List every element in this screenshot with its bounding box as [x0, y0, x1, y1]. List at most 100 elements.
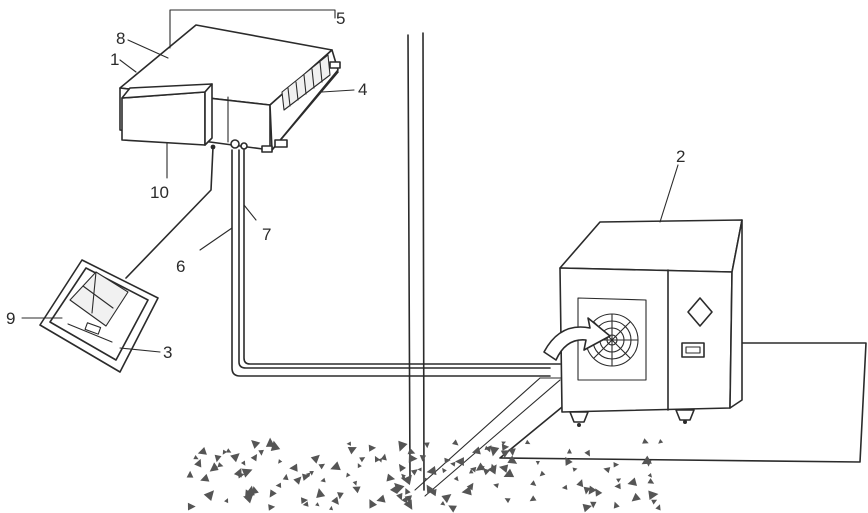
- control-cable: [125, 146, 214, 279]
- gravel-stone: [300, 497, 309, 505]
- gravel-stone: [498, 464, 509, 473]
- gravel-stone: [422, 476, 428, 482]
- gravel-stone: [482, 468, 491, 476]
- gravel-stone: [265, 437, 275, 447]
- gravel-stone: [500, 450, 510, 458]
- gravel-stone: [501, 441, 506, 446]
- gravel-stone: [405, 488, 411, 495]
- gravel-stone: [316, 488, 326, 498]
- gravel-stone: [582, 503, 592, 513]
- callout-9: 9: [6, 309, 15, 328]
- gravel-stone: [394, 482, 405, 494]
- air-grille: [281, 54, 331, 111]
- gravel-stone: [565, 456, 573, 466]
- gravel-stone: [282, 473, 289, 481]
- gravel-stone: [572, 467, 578, 472]
- gravel-stone: [217, 462, 224, 468]
- gravel-stone: [503, 468, 515, 478]
- gravel-stone: [627, 477, 638, 486]
- gravel-stone: [613, 501, 620, 509]
- gravel-stone: [424, 442, 430, 449]
- gravel-stone: [410, 469, 418, 476]
- refrigerant-pipes: [231, 149, 561, 377]
- gravel-stone: [403, 499, 413, 510]
- gravel-stone: [507, 455, 518, 464]
- wired-controller: [39, 259, 159, 373]
- gravel-stone: [330, 461, 341, 471]
- gravel-stone: [401, 496, 408, 504]
- indoor-unit: [119, 24, 341, 153]
- gravel-stone: [315, 502, 320, 507]
- callout-10: 10: [150, 183, 169, 202]
- gravel-stone: [396, 492, 403, 501]
- gravel-stone: [419, 455, 427, 462]
- gravel-stone: [504, 498, 511, 504]
- gravel-stone: [374, 455, 381, 463]
- gravel-stone: [233, 468, 242, 478]
- gravel-stone: [401, 473, 406, 479]
- gravel-stone: [471, 446, 481, 455]
- diamond-label: [687, 297, 713, 327]
- electrical-box: [121, 83, 213, 146]
- gravel-stone: [187, 502, 196, 511]
- gravel-stone: [426, 484, 435, 495]
- gravel-stone: [452, 439, 459, 446]
- gravel-ground: [186, 437, 664, 513]
- gravel-stone: [270, 440, 281, 451]
- gravel-stone: [251, 486, 259, 495]
- gravel-stone: [530, 480, 537, 487]
- gravel-stone: [368, 444, 377, 452]
- gravel-stone: [224, 498, 229, 504]
- gravel-stone: [616, 478, 622, 483]
- gravel-stone: [641, 455, 652, 465]
- gravel-stone: [320, 477, 326, 483]
- gravel-stone: [214, 454, 222, 463]
- gravel-stone: [275, 482, 282, 488]
- gravel-stone: [535, 460, 540, 466]
- gravel-stone: [525, 439, 531, 445]
- gravel-stone: [398, 463, 407, 472]
- gravel-stone: [440, 500, 446, 506]
- gravel-stone: [337, 492, 344, 500]
- callout-7: 7: [262, 225, 271, 244]
- gravel-stone: [369, 499, 378, 509]
- gravel-stone: [346, 472, 351, 478]
- gravel-stone: [470, 466, 477, 473]
- gravel-stone: [648, 490, 659, 501]
- callout-2: 2: [676, 147, 685, 166]
- gravel-stone: [647, 473, 653, 478]
- gravel-stone: [614, 483, 621, 490]
- gravel-stone: [453, 476, 459, 482]
- gravel-stone: [508, 448, 516, 457]
- fan-grille: [585, 313, 639, 367]
- gravel-stone: [203, 490, 215, 502]
- callout-6: 6: [176, 257, 185, 276]
- gravel-stone: [293, 476, 302, 485]
- gravel-stone: [302, 501, 309, 507]
- gravel-stone: [194, 458, 202, 468]
- gravel-stone: [484, 445, 490, 450]
- gravel-stone: [318, 463, 326, 470]
- gravel-stone: [441, 494, 452, 504]
- gravel-stone: [595, 488, 603, 497]
- gravel-stone: [613, 462, 620, 468]
- gravel-stone: [584, 449, 591, 457]
- gravel-stone: [658, 439, 664, 444]
- gravel-stone: [566, 448, 572, 454]
- gravel-stone: [352, 486, 361, 494]
- gravel-stone: [222, 449, 228, 455]
- wall-shaft: [407, 32, 425, 491]
- gravel-stone: [455, 457, 464, 466]
- gravel-stone: [407, 447, 416, 455]
- gravel-stone: [240, 460, 246, 466]
- gravel-stone: [186, 470, 194, 478]
- gravel-stone: [380, 453, 387, 461]
- gravel-stone: [278, 459, 283, 464]
- callout-labels: 5 8 1 4 10 2 7 6 9 3: [6, 9, 685, 362]
- gravel-stone: [241, 468, 253, 478]
- gravel-stone: [642, 438, 649, 444]
- gravel-stone: [576, 479, 584, 488]
- gravel-stone: [197, 446, 207, 455]
- gravel-stone: [389, 484, 399, 495]
